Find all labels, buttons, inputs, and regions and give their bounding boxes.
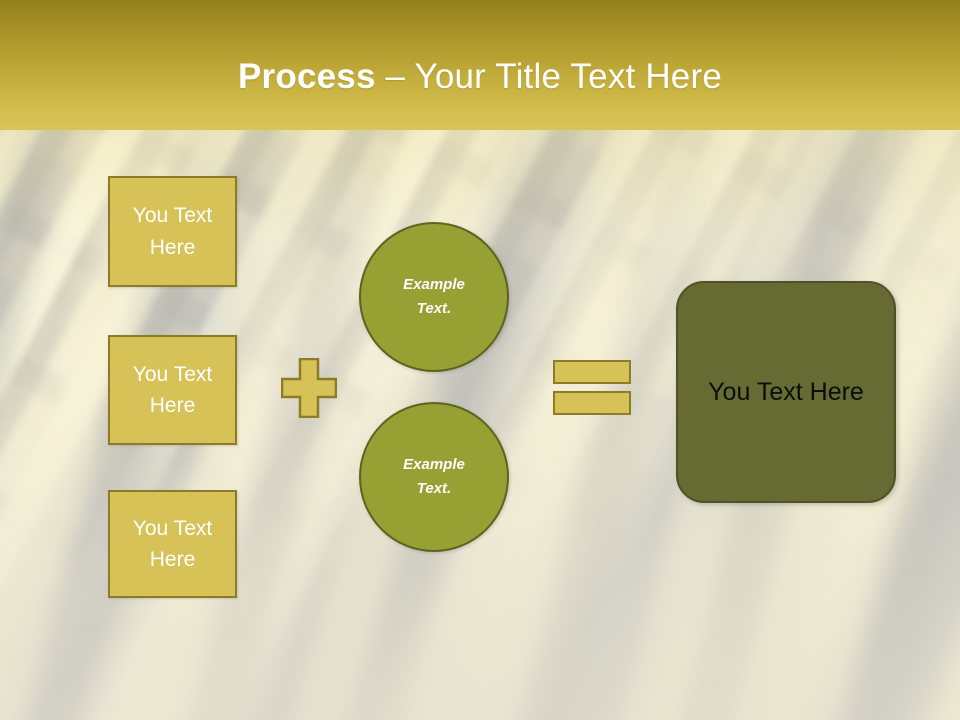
- slide-header: Process – Your Title Text Here: [0, 0, 960, 130]
- result-box[interactable]: You Text Here: [676, 281, 896, 503]
- input-box-1-label: You Text Here: [132, 204, 213, 259]
- input-box-3-label: You Text Here: [132, 516, 213, 571]
- example-circle-2-line2: Text.: [416, 480, 452, 497]
- page-title: Process – Your Title Text Here: [238, 59, 722, 94]
- input-box-3[interactable]: You Text Here: [108, 490, 237, 598]
- input-box-2-label: You Text Here: [132, 362, 213, 417]
- result-box-label: You Text Here: [708, 377, 864, 406]
- example-circle-1-line2: Text.: [416, 300, 452, 317]
- plus-icon: [281, 358, 337, 418]
- equals-bar-top: [553, 360, 631, 384]
- input-box-2[interactable]: You Text Here: [108, 335, 237, 445]
- page-title-strong: Process: [238, 56, 376, 96]
- example-circle-1-line1: Example: [403, 275, 465, 293]
- equals-bar-bottom: [553, 391, 631, 415]
- input-box-1[interactable]: You Text Here: [108, 176, 237, 287]
- equals-icon: [553, 360, 631, 415]
- page-title-rest: – Your Title Text Here: [375, 56, 722, 96]
- example-circle-2-line1: Example: [403, 455, 465, 473]
